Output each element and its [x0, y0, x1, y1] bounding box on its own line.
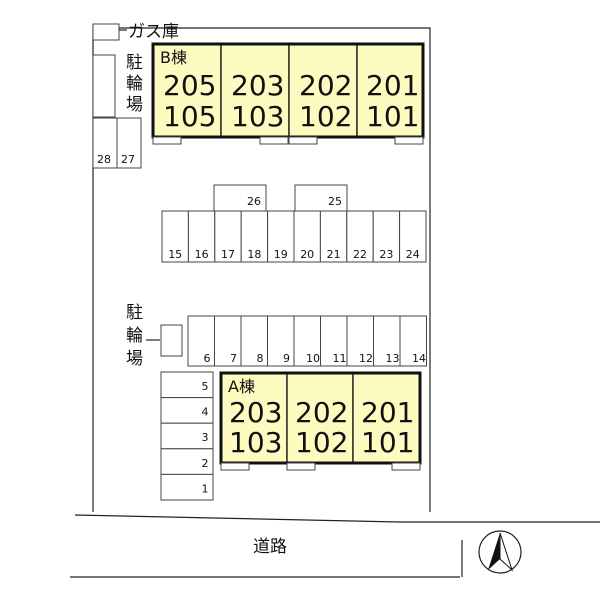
- parking-space: 24: [399, 210, 427, 263]
- gas-storage-label: ガス庫: [128, 22, 179, 42]
- parking-space: 2: [160, 448, 214, 475]
- svg-text:101: 101: [366, 100, 419, 133]
- building-b-name: B棟: [160, 48, 187, 67]
- svg-text:26: 26: [247, 195, 261, 208]
- svg-text:202: 202: [295, 396, 348, 429]
- north-arrow-icon: [478, 530, 522, 574]
- parking-space: 6: [187, 315, 215, 367]
- parking-number: 5: [202, 380, 209, 393]
- parking-number: 18: [247, 248, 261, 261]
- parking-number: 21: [327, 248, 341, 261]
- parking-number: 23: [379, 248, 393, 261]
- parking-number: 15: [168, 248, 182, 261]
- parking-left-column: 5 4 3 2 1: [160, 371, 214, 501]
- svg-text:205: 205: [163, 69, 216, 102]
- svg-text:203: 203: [231, 69, 284, 102]
- parking-upper-extra: 26 25: [213, 184, 348, 212]
- bicycle-parking-top-label: 駐 輪 場: [126, 53, 143, 115]
- parking-number: 13: [386, 352, 400, 365]
- parking-space: 12: [346, 315, 374, 367]
- svg-text:場: 場: [126, 95, 143, 115]
- svg-text:輪: 輪: [126, 326, 143, 346]
- parking-row-lower: 6 7 8 9 10 11 12 13 14: [187, 315, 427, 367]
- parking-number: 11: [333, 352, 347, 365]
- parking-space: 17: [214, 210, 242, 263]
- svg-text:102: 102: [299, 100, 352, 133]
- parking-space: 1: [160, 473, 214, 501]
- parking-number: 22: [353, 248, 367, 261]
- svg-text:203: 203: [229, 396, 282, 429]
- svg-text:28: 28: [97, 153, 111, 166]
- parking-number: 2: [202, 457, 209, 470]
- building-b: B棟 205 105 203 103 202 102 201 101: [151, 42, 425, 145]
- parking-space: 15: [161, 210, 189, 263]
- parking-space: 22: [346, 210, 374, 263]
- parking-space: 11: [320, 315, 348, 367]
- svg-text:27: 27: [121, 153, 135, 166]
- bicycle-parking-mid-label: 駐 輪 場: [126, 303, 143, 369]
- parking-space: 20: [293, 210, 321, 263]
- parking-number: 19: [274, 248, 288, 261]
- parking-number: 10: [306, 352, 320, 365]
- parking-number: 3: [202, 431, 209, 444]
- parking-space: 7: [214, 315, 242, 367]
- svg-text:201: 201: [366, 69, 419, 102]
- svg-text:102: 102: [295, 426, 348, 459]
- parking-number: 14: [412, 352, 426, 365]
- parking-number: 24: [406, 248, 420, 261]
- building-a: A棟 203 103 202 102 201 101: [219, 371, 422, 471]
- svg-text:101: 101: [361, 426, 414, 459]
- parking-left-pair: 28 27: [92, 117, 142, 169]
- parking-space: 3: [160, 422, 214, 450]
- parking-space: 9: [267, 315, 295, 367]
- road-edge-top: [74, 514, 600, 523]
- road-label: 道路: [253, 537, 287, 557]
- svg-text:場: 場: [126, 349, 143, 369]
- bicycle-parking-top: [92, 54, 116, 118]
- svg-text:25: 25: [328, 195, 342, 208]
- parking-space: 14: [399, 315, 427, 367]
- parking-space: 4: [160, 397, 214, 424]
- parking-space: 13: [373, 315, 401, 367]
- parking-space: 8: [240, 315, 268, 367]
- parking-space: 5: [160, 371, 214, 399]
- site-boundary-right: [118, 27, 431, 512]
- parking-row-upper: 15 16 17 18 19 20 21 22 23 24: [161, 210, 427, 263]
- svg-text:202: 202: [299, 69, 352, 102]
- parking-number: 20: [300, 248, 314, 261]
- parking-space: 23: [372, 210, 401, 263]
- svg-text:103: 103: [229, 426, 282, 459]
- svg-text:201: 201: [361, 396, 414, 429]
- svg-text:103: 103: [231, 100, 284, 133]
- svg-text:駐: 駐: [126, 53, 143, 73]
- parking-number: 9: [283, 352, 290, 365]
- svg-text:駐: 駐: [126, 303, 143, 323]
- svg-text:105: 105: [163, 100, 216, 133]
- parking-number: 17: [221, 248, 235, 261]
- parking-number: 7: [230, 352, 237, 365]
- parking-space: 16: [187, 210, 216, 263]
- parking-number: 1: [202, 482, 209, 495]
- parking-space: 19: [267, 210, 295, 263]
- parking-number: 6: [204, 352, 211, 365]
- parking-space: 18: [240, 210, 269, 263]
- svg-text:輪: 輪: [126, 74, 143, 94]
- parking-space: 21: [319, 210, 348, 263]
- parking-number: 16: [195, 248, 209, 261]
- bicycle-parking-mid: [160, 324, 183, 357]
- parking-number: 4: [202, 406, 209, 419]
- gas-storage: [92, 23, 120, 41]
- parking-space: 10: [293, 315, 321, 367]
- parking-number: 12: [359, 352, 373, 365]
- parking-number: 8: [257, 352, 264, 365]
- building-a-name: A棟: [228, 377, 255, 396]
